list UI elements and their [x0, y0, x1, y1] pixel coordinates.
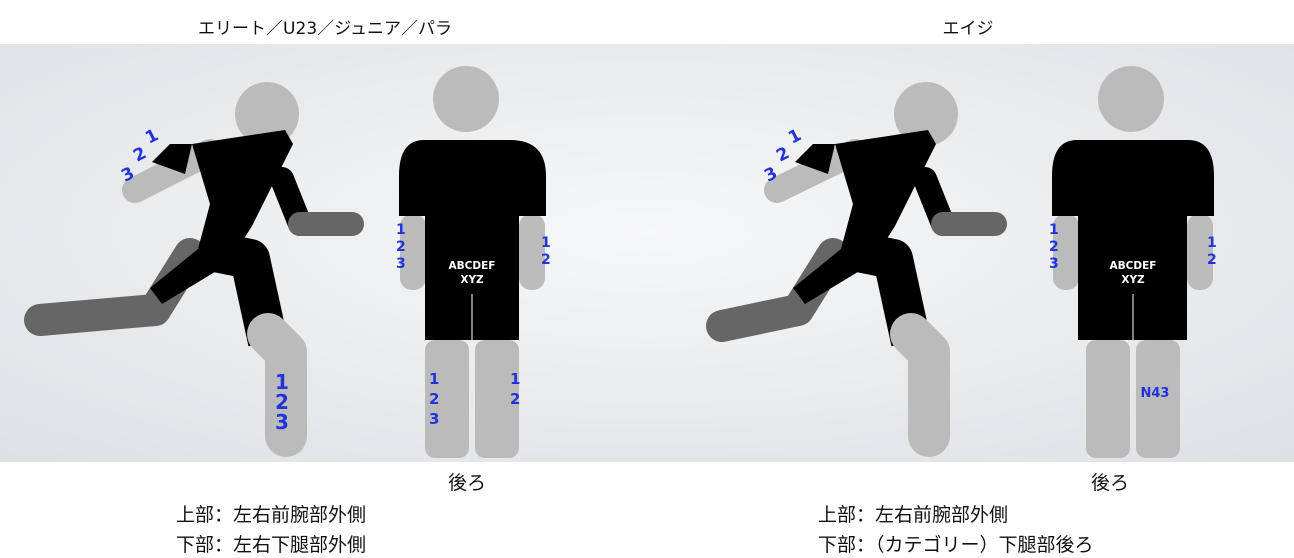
back-view-left-arm-r-digit-2: 2 — [541, 252, 551, 268]
back-view-left-leg-r-digit-2: 2 — [510, 390, 520, 408]
back-view-left: ABCDEF XYZ 1 2 3 1 2 1 2 3 1 2 — [396, 66, 551, 458]
back-view-right-arm-digit-2: 2 — [1049, 239, 1059, 255]
runner-left-lower-leg-marked — [247, 313, 307, 457]
note-left-lower: 下部：左右下腿部外側 — [176, 534, 367, 556]
back-view-left-arm-digit-2: 2 — [396, 239, 406, 255]
runner-left-leg-digit-1: 1 — [275, 370, 289, 394]
back-view-right-arm-r — [1187, 214, 1213, 290]
runner-left-leg-digit-3: 3 — [275, 410, 289, 434]
back-view-left-leg-r-digit-1: 1 — [510, 370, 520, 388]
back-view-left-suit — [399, 140, 546, 340]
back-view-right-suit — [1052, 140, 1214, 340]
runner-left: 1 2 3 1 2 3 — [24, 82, 364, 457]
back-view-right-leg-l — [1086, 340, 1130, 458]
runner-right-torso — [793, 130, 936, 304]
back-view-left-arm-r — [519, 214, 545, 290]
back-view-left-arm-l — [400, 214, 426, 290]
runner-right-head — [894, 82, 958, 146]
body-marking-diagram: 1 2 3 1 2 3 ABCDEF XYZ 1 2 3 1 2 — [0, 44, 1294, 462]
back-view-right-head — [1098, 66, 1164, 132]
runner-left-leg-digit-2: 2 — [275, 390, 289, 414]
back-view-right-category-tag: N43 — [1141, 386, 1170, 401]
note-right-upper: 上部：左右前腕部外側 — [818, 504, 1009, 526]
back-view-left-arm-r-digit-1: 1 — [541, 235, 551, 251]
back-view-left-leg-l — [425, 340, 469, 458]
back-view-right-bib-line1: ABCDEF — [1110, 260, 1157, 272]
back-view-right-bib-line2: XYZ — [1121, 274, 1145, 286]
back-view-right: ABCDEF XYZ 1 2 3 1 2 N43 — [1049, 66, 1217, 458]
back-view-right-arm-r-digit-2: 2 — [1207, 252, 1217, 268]
back-view-left-arm-digit-3: 3 — [396, 256, 406, 272]
back-view-left-bib-line1: ABCDEF — [449, 260, 496, 272]
header-age: エイジ — [942, 19, 994, 39]
back-view-left-leg-digit-1: 1 — [429, 370, 439, 388]
runner-left-torso — [150, 130, 293, 304]
runner-right: 1 2 3 — [706, 82, 1007, 457]
back-view-left-bib-line2: XYZ — [460, 274, 484, 286]
caption-back-right: 後ろ — [1090, 472, 1130, 494]
runner-left-head — [235, 82, 299, 146]
note-right-lower: 下部：（カテゴリー）下腿部後ろ — [818, 534, 1094, 556]
back-view-left-leg-r — [475, 340, 519, 458]
caption-back-left: 後ろ — [447, 472, 487, 494]
back-view-right-arm-digit-1: 1 — [1049, 222, 1059, 238]
back-view-right-arm-r-digit-1: 1 — [1207, 235, 1217, 251]
back-view-right-arm-digit-3: 3 — [1049, 256, 1059, 272]
back-view-left-leg-digit-2: 2 — [429, 390, 439, 408]
note-left-upper: 上部：左右前腕部外側 — [176, 504, 367, 526]
back-view-left-head — [433, 66, 499, 132]
back-view-left-leg-digit-3: 3 — [429, 410, 439, 428]
header-elite: エリート／U23／ジュニア／パラ — [198, 19, 452, 39]
back-view-right-leg-r-marked — [1136, 340, 1180, 458]
runner-right-lower-leg — [890, 313, 950, 457]
back-view-right-arm-l — [1053, 214, 1079, 290]
back-view-left-arm-digit-1: 1 — [396, 222, 406, 238]
